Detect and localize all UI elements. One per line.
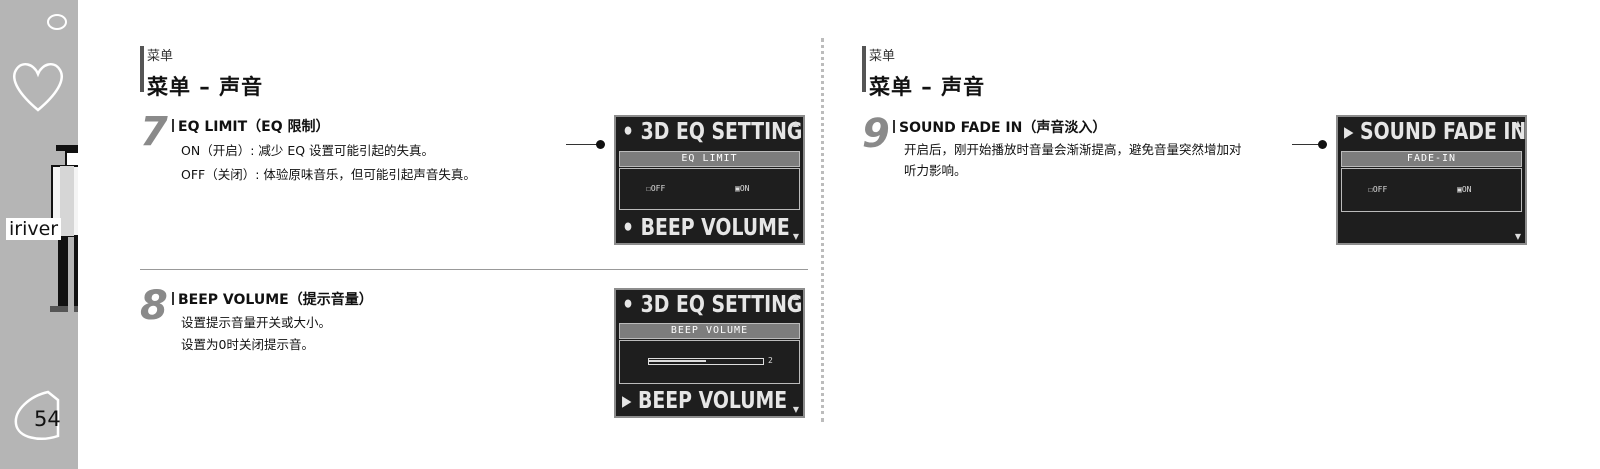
item-desc-line: OFF（关闭）: 体验原味音乐，但可能引起声音失真。: [181, 167, 476, 182]
pixel-figure-icon: [50, 145, 78, 312]
item-desc-line: ON（开启）: 减少 EQ 设置可能引起的失真。: [181, 143, 435, 158]
section-label: 菜单: [147, 49, 174, 64]
page-title: 菜单 – 声音: [869, 75, 986, 99]
side-decoration: [13, 14, 78, 440]
connector-dot: [596, 140, 605, 149]
lcd-option-box: ☐OFF ▣ON: [1341, 168, 1522, 212]
item-desc-line: 设置为0时关闭提示音。: [181, 337, 314, 352]
section-label: 菜单: [869, 49, 896, 64]
item-desc-line: 听力影响。: [904, 163, 967, 178]
lcd-screen-beep-volume: • 3D EQ SETTING ▲ BEEP VOLUME 2 ▸ BEEP V…: [614, 288, 805, 418]
lcd-sub-header: BEEP VOLUME: [619, 323, 800, 339]
arrow-down-icon: ▼: [792, 232, 799, 241]
arrow-down-icon: ▼: [1514, 232, 1521, 241]
volume-value: 2: [768, 356, 773, 365]
lcd-top-label: • 3D EQ SETTING: [622, 292, 803, 318]
item-desc-line: 设置提示音量开关或大小。: [181, 315, 332, 330]
lcd-top-label: ▸ SOUND FADE IN: [1344, 119, 1527, 145]
item-title-eq-limit: EQ LIMIT（EQ 限制）: [172, 116, 330, 136]
lcd-screen-sound-fade-in: ▸ SOUND FADE IN ▲ FADE-IN ☐OFF ▣ON ▼: [1336, 115, 1527, 245]
divider-horizontal: [140, 269, 808, 270]
connector-dot: [1318, 140, 1327, 149]
header-bar: [140, 46, 144, 92]
divider-vertical: [821, 38, 824, 422]
item-number-8: 8: [140, 283, 168, 329]
item-title-sound-fade-in: SOUND FADE IN（声音淡入）: [893, 117, 1106, 137]
lcd-bottom-label: ▸ BEEP VOLUME: [622, 388, 788, 414]
page-title: 菜单 – 声音: [147, 75, 264, 99]
item-desc-line: 开启后，刚开始播放时音量会渐渐提高，避免音量突然增加对: [904, 142, 1242, 157]
connector-line: [1292, 144, 1322, 145]
lcd-sub-header: FADE-IN: [1341, 151, 1522, 167]
brand-logo: iriver: [6, 218, 62, 240]
lcd-volume-box: 2: [619, 340, 800, 384]
lcd-sub-header: EQ LIMIT: [619, 151, 800, 167]
arrow-up-icon: ▲: [792, 119, 799, 128]
option-on: ▣ON: [735, 184, 750, 193]
arrow-up-icon: ▲: [792, 292, 799, 301]
item-title-beep-volume: BEEP VOLUME（提示音量）: [172, 289, 373, 309]
option-on: ▣ON: [1457, 185, 1472, 194]
header-bar: [862, 46, 866, 92]
lcd-screen-eq-limit: • 3D EQ SETTING ▲ EQ LIMIT ☐OFF ▣ON • BE…: [614, 115, 805, 245]
volume-bar: [648, 358, 764, 365]
lcd-option-box: ☐OFF ▣ON: [619, 168, 800, 210]
lcd-bottom-label: • BEEP VOLUME: [622, 215, 790, 241]
option-off: ☐OFF: [646, 184, 666, 193]
connector-line: [566, 144, 601, 145]
option-off: ☐OFF: [1368, 185, 1388, 194]
page-number: 54: [34, 407, 61, 431]
arrow-down-icon: ▼: [792, 405, 799, 414]
arrow-up-icon: ▲: [1514, 119, 1521, 128]
lcd-top-label: • 3D EQ SETTING: [622, 119, 803, 145]
volume-fill: [649, 360, 706, 362]
item-number-7: 7: [140, 109, 168, 155]
item-number-9: 9: [862, 111, 890, 157]
